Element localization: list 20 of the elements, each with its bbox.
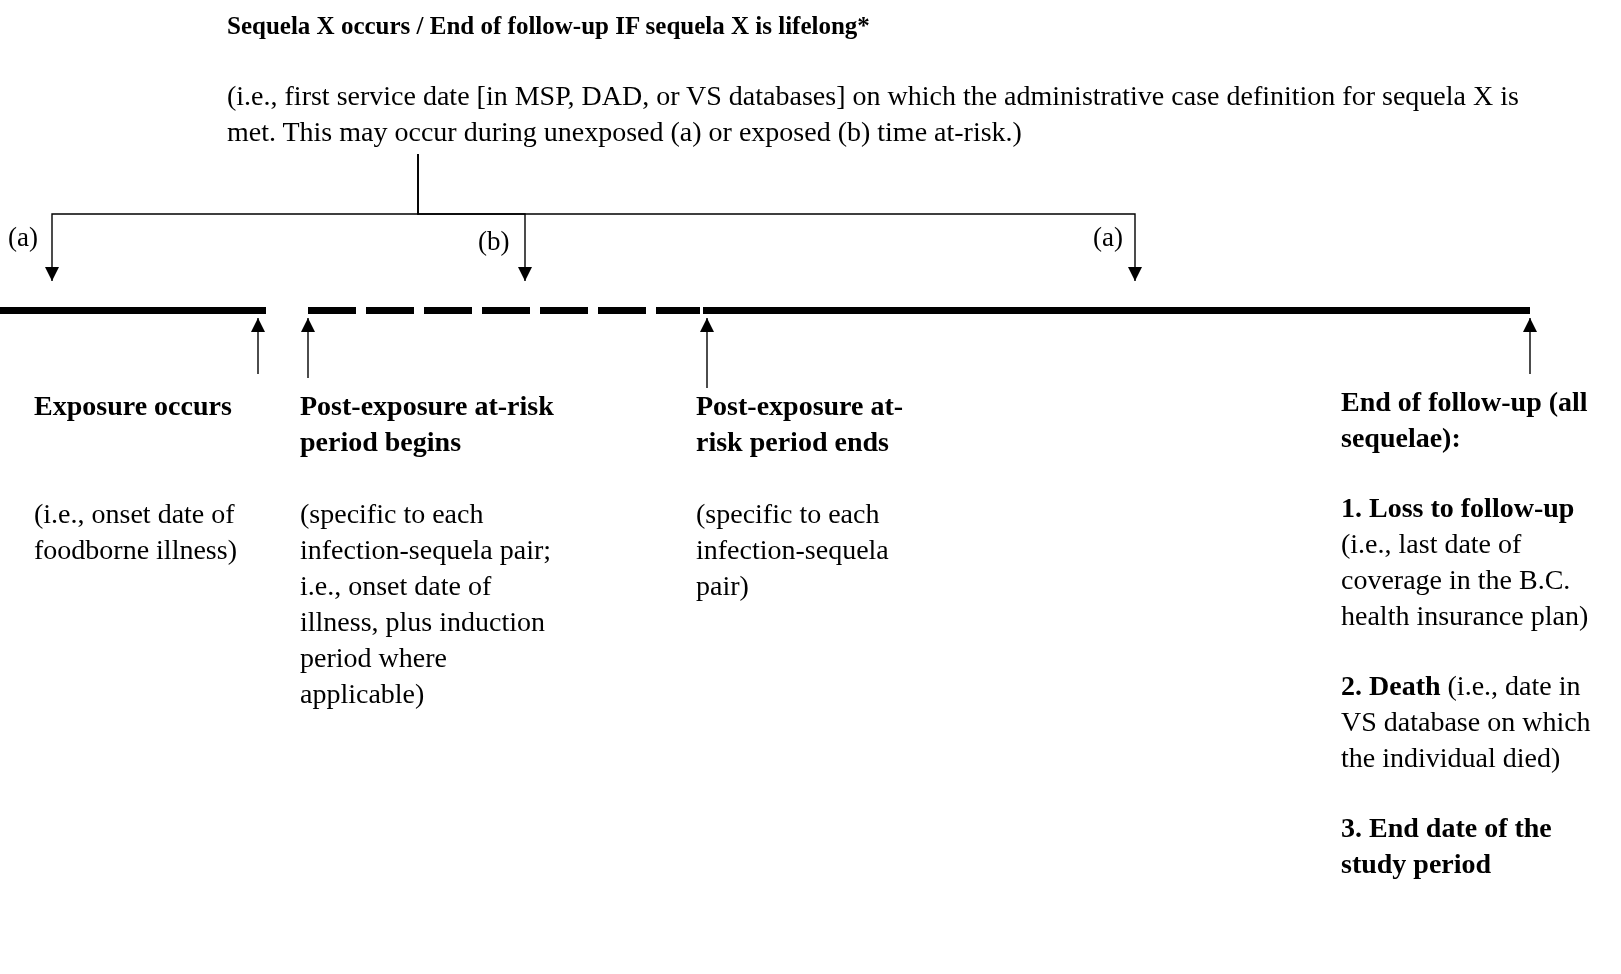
heading: Post-exposure at-risk period begins [300, 389, 555, 459]
arrow [1523, 317, 1537, 375]
heading: Sequela X occurs / End of follow-up IF sequela X is lifelong* [227, 11, 870, 41]
heading: Exposure occurs [34, 389, 232, 423]
note-text: (i.e., first service date [in MSP, DAD, or VS databases] on which the administrative case definition for sequela X is met. This may occur during unexposed (a) or exposed (b) time at-risk.) [227, 79, 1520, 149]
note-text: (specific to each infection-sequela pair) [696, 497, 890, 603]
list-item-text: 3. End date of the study period [1341, 811, 1553, 881]
note-text: (i.e., onset date of foodborne illness) [34, 497, 238, 567]
heading: End of follow-up (all sequelae): [1341, 385, 1589, 455]
timeline-segment [0, 307, 266, 314]
list-item-text: 2. Death (i.e., date in VS database on which the individual died) [1341, 669, 1592, 775]
arrow [417, 153, 1142, 282]
list-item-text: 1. Loss to follow-up (i.e., last date of coverage in the B.C. health insurance plan) [1341, 491, 1590, 633]
heading: Post-exposure at-risk period ends [696, 389, 905, 459]
arrow [700, 317, 714, 389]
arrow [251, 317, 265, 375]
timeline-segment [703, 307, 1530, 314]
dashed-timeline-segment [308, 307, 700, 314]
arrow [301, 317, 315, 379]
note-text: (specific to each infection-sequela pair; i.e., onset date of illness, plus induction period where applicable) [300, 497, 553, 711]
